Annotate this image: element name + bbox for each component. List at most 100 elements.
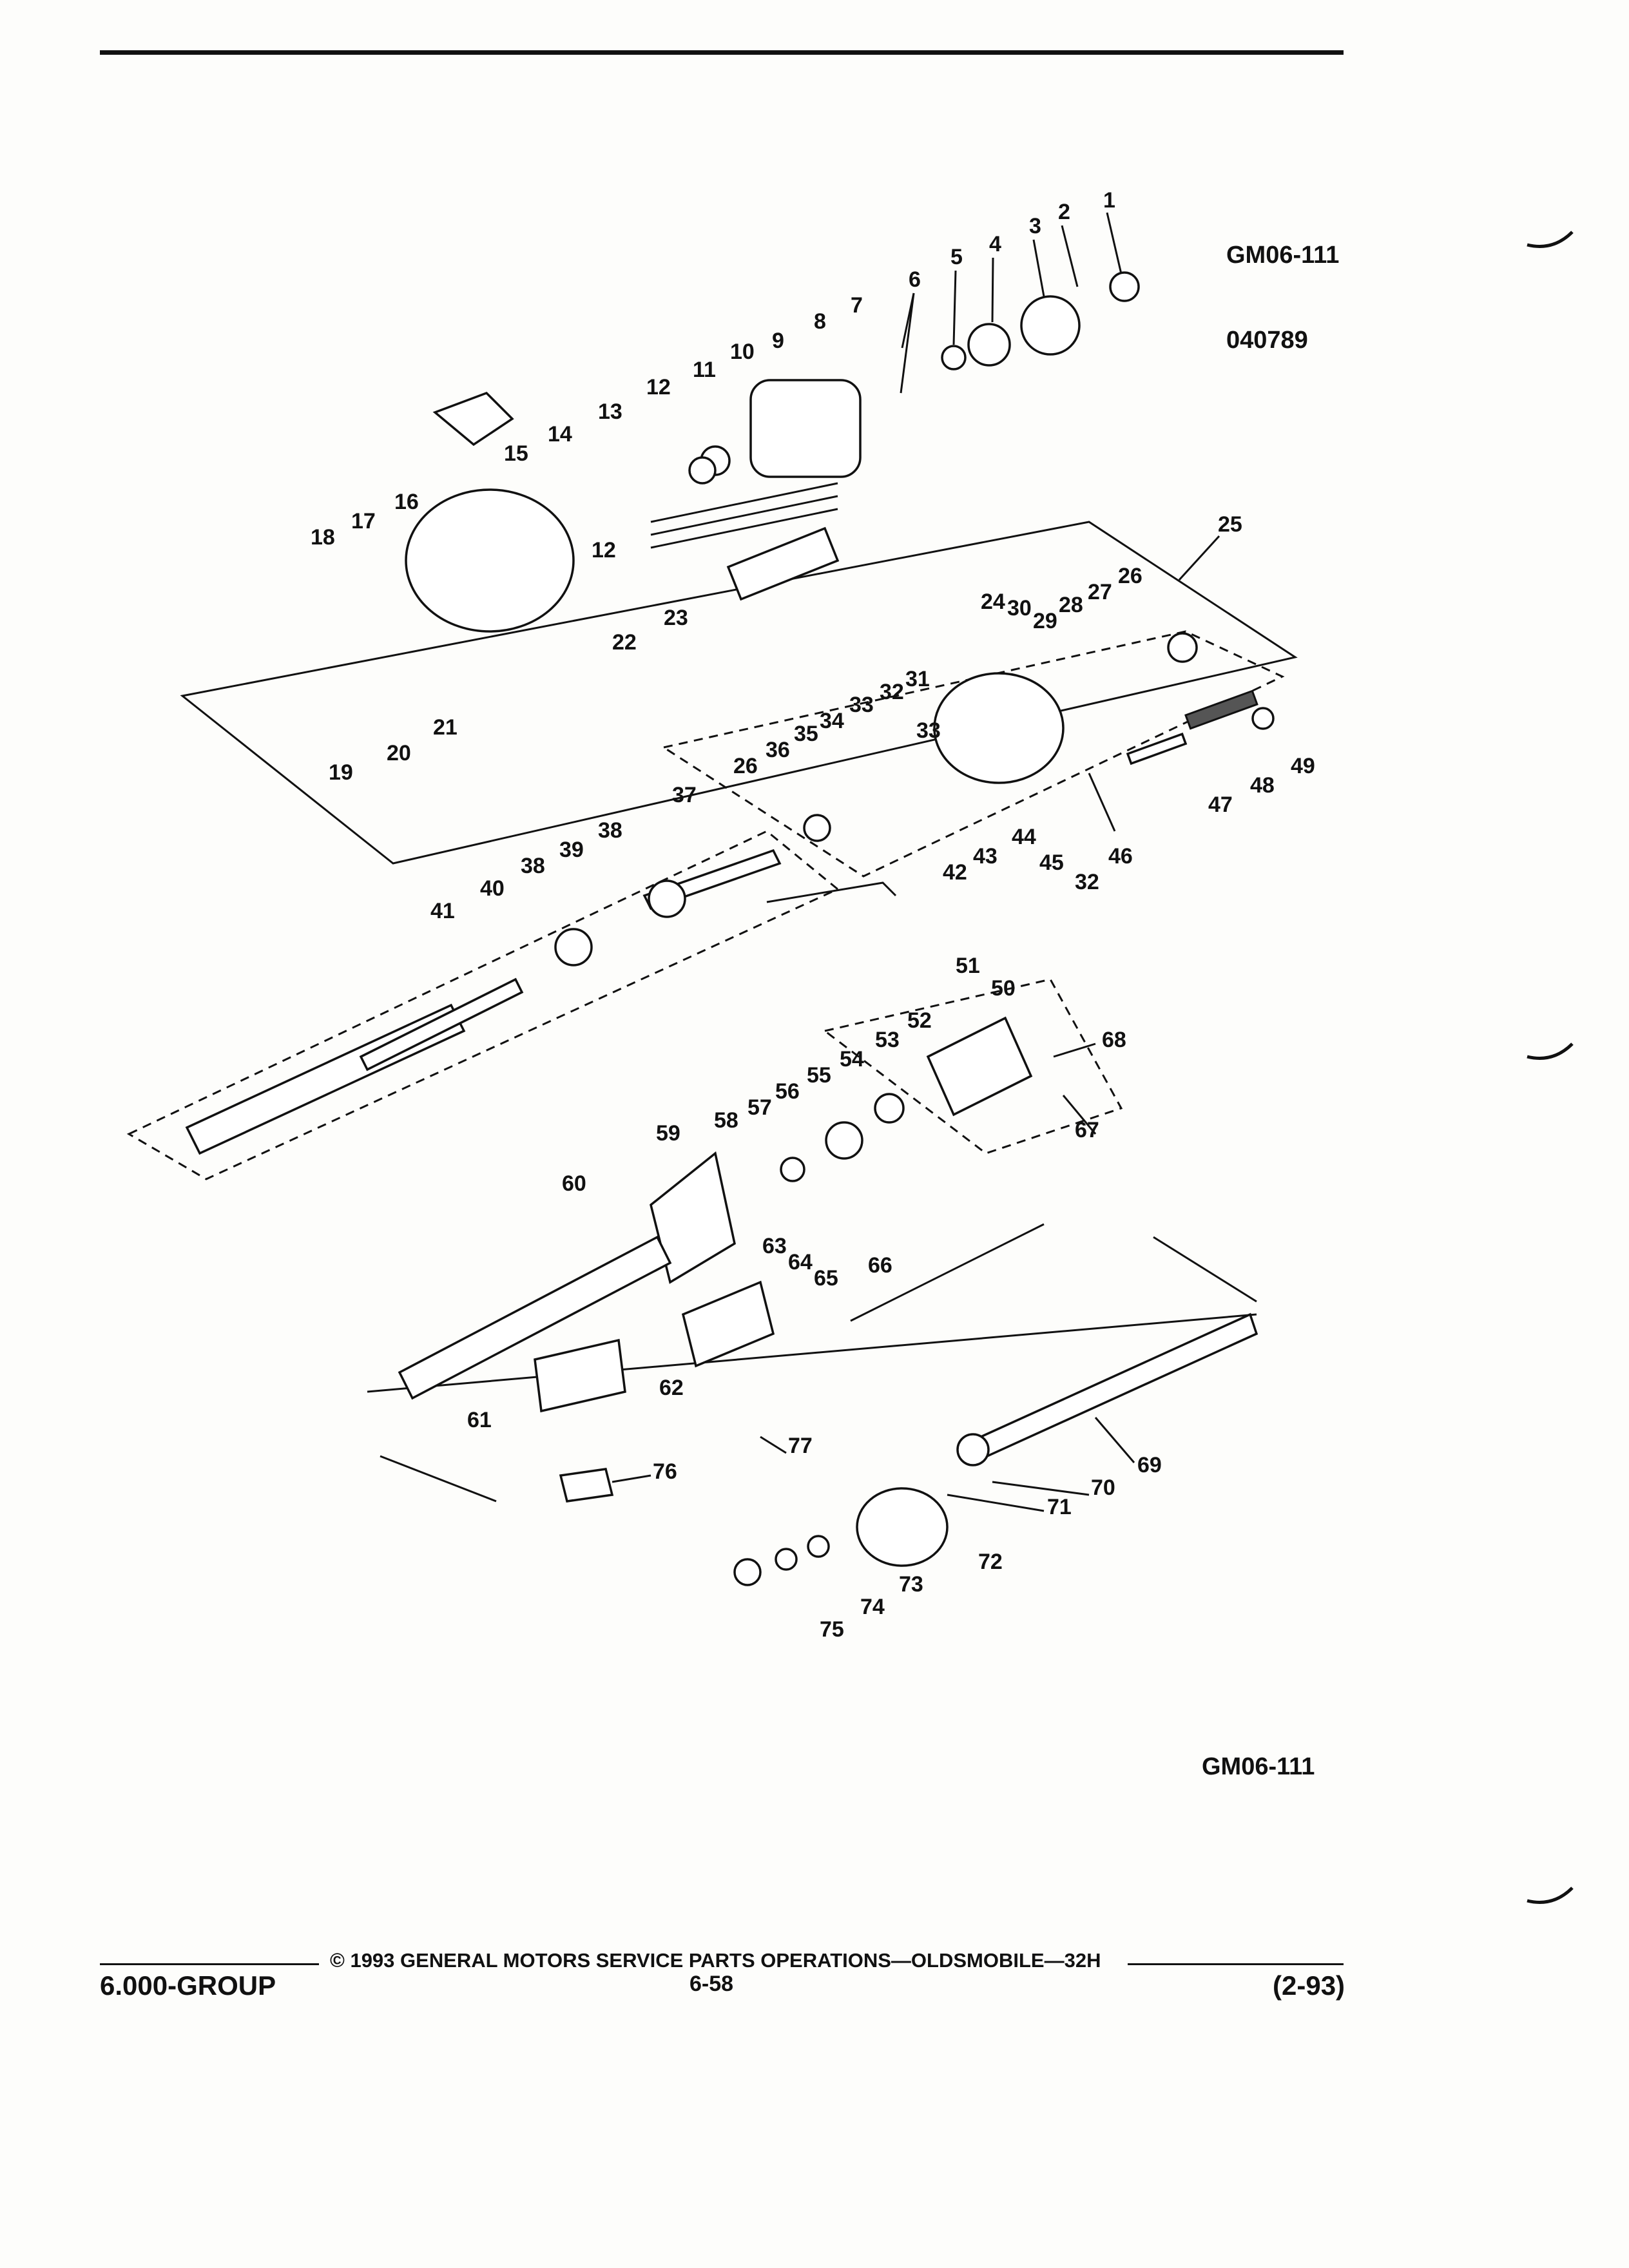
callout-74: 74 <box>860 1595 885 1619</box>
callout-26: 26 <box>1118 564 1142 588</box>
callout-26b: 26 <box>733 754 758 778</box>
callout-36: 36 <box>766 738 790 762</box>
callout-12b: 12 <box>592 538 616 562</box>
footer-page-number: 6-58 <box>689 1972 734 1996</box>
callout-5: 5 <box>950 245 963 269</box>
bearing-73 <box>807 1535 830 1558</box>
callout-39: 39 <box>559 838 584 862</box>
leader-line <box>952 270 957 345</box>
leader-line <box>1178 535 1220 581</box>
callout-30: 30 <box>1007 596 1032 620</box>
ring-26 <box>803 814 831 842</box>
callout-51: 51 <box>956 954 980 978</box>
wrench-tool <box>359 977 524 1072</box>
adapter-plate <box>856 1487 949 1567</box>
callout-34: 34 <box>820 709 844 733</box>
callout-59: 59 <box>656 1121 680 1146</box>
lock-cylinder <box>432 391 514 447</box>
callout-66: 66 <box>868 1253 892 1278</box>
callout-46: 46 <box>1108 844 1133 869</box>
leader-line <box>1032 239 1045 297</box>
leader-line <box>1062 1095 1097 1135</box>
callout-67: 67 <box>1075 1118 1099 1142</box>
callout-4: 4 <box>989 232 1001 256</box>
callout-55: 55 <box>807 1063 831 1088</box>
callout-50: 50 <box>991 976 1016 1001</box>
callout-75: 75 <box>820 1617 844 1642</box>
callout-8: 8 <box>814 309 826 334</box>
retainer-nut <box>1109 271 1140 302</box>
leader-line <box>1053 1043 1096 1058</box>
gear-plate <box>1020 295 1081 356</box>
leader-line <box>1094 1417 1135 1463</box>
leader-line <box>760 1436 787 1454</box>
callout-31: 31 <box>905 667 930 691</box>
callout-70: 70 <box>1091 1475 1115 1500</box>
footer-copyright: © 1993 GENERAL MOTORS SERVICE PARTS OPER… <box>330 1949 1101 1972</box>
callout-62: 62 <box>659 1376 684 1400</box>
callout-21: 21 <box>433 715 458 740</box>
callout-61: 61 <box>467 1408 492 1432</box>
wiring-harness <box>650 508 838 549</box>
callout-53: 53 <box>875 1028 900 1052</box>
wiring-harness <box>650 482 838 523</box>
callout-13: 13 <box>598 399 622 424</box>
leader-line <box>991 257 994 323</box>
jacket-outline <box>1153 1236 1257 1303</box>
callout-1: 1 <box>1103 188 1115 213</box>
callout-41: 41 <box>430 899 455 923</box>
scan-mark <box>1527 1043 1574 1060</box>
scan-mark <box>1527 1887 1574 1904</box>
callout-2: 2 <box>1058 200 1070 224</box>
callout-49: 49 <box>1291 754 1315 778</box>
leader-line <box>992 1481 1090 1496</box>
callout-28: 28 <box>1059 593 1083 617</box>
figure-code-line2: 040789 <box>1226 327 1308 354</box>
lock-housing <box>405 488 575 633</box>
figure-code-header: GM06-111 040789 <box>1226 184 1339 383</box>
shift-rod <box>850 1223 1045 1322</box>
callout-52: 52 <box>907 1008 932 1033</box>
bolt <box>1126 732 1188 765</box>
callout-12: 12 <box>646 375 671 399</box>
footer-revision: (2-93) <box>1273 1970 1345 2001</box>
callout-18: 18 <box>311 525 335 550</box>
callout-35: 35 <box>794 722 818 746</box>
pad-76 <box>559 1468 614 1503</box>
ring-57 <box>780 1157 805 1182</box>
footer-rule-right <box>1128 1963 1344 1965</box>
bearing-subassembly-box <box>822 978 1123 1155</box>
callout-37: 37 <box>672 783 697 807</box>
callout-16: 16 <box>394 490 419 514</box>
bearing-race <box>1167 632 1198 663</box>
spring <box>1184 689 1258 730</box>
callout-38b: 38 <box>521 854 545 878</box>
callout-45: 45 <box>1039 850 1064 875</box>
leader-line <box>1061 225 1079 287</box>
ring-74 <box>775 1548 798 1571</box>
shaft-subassembly-box <box>126 830 840 1180</box>
washer <box>941 345 967 370</box>
callout-63: 63 <box>762 1234 787 1258</box>
callout-69: 69 <box>1137 1453 1162 1477</box>
wiring-harness <box>650 495 838 536</box>
ring-75 <box>733 1558 762 1586</box>
callout-10: 10 <box>730 340 755 364</box>
callout-72: 72 <box>978 1550 1003 1574</box>
callout-20: 20 <box>387 741 411 765</box>
callout-71: 71 <box>1047 1495 1072 1519</box>
connector <box>534 1338 626 1413</box>
callout-40: 40 <box>480 876 505 901</box>
figure-code-footer: GM06-111 <box>1202 1753 1315 1780</box>
column-lower-outline <box>380 1455 497 1503</box>
callout-15: 15 <box>504 441 528 466</box>
callout-76: 76 <box>653 1459 677 1484</box>
callout-42: 42 <box>943 860 967 885</box>
bushing-70 <box>956 1433 990 1466</box>
callout-33b: 33 <box>916 718 941 743</box>
callout-48: 48 <box>1250 773 1275 798</box>
callout-6: 6 <box>909 267 921 292</box>
steering-column-jacket <box>398 1235 672 1400</box>
callout-19: 19 <box>329 760 353 785</box>
callout-9: 9 <box>772 329 784 353</box>
